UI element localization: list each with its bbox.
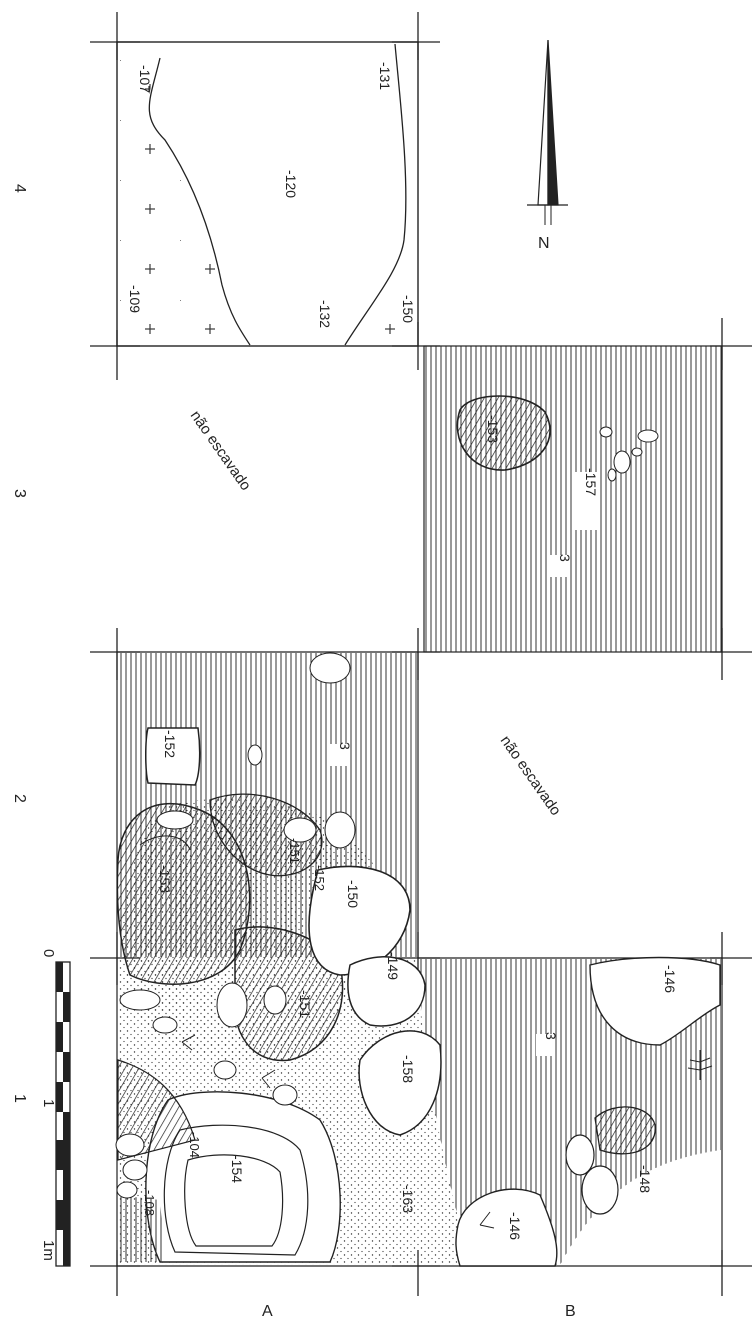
- scale-label-0: 0: [40, 949, 57, 957]
- scale-label-1m: 1m: [40, 1240, 57, 1261]
- elevation-label: -151: [287, 838, 302, 864]
- layer-label: 3: [543, 1032, 559, 1040]
- row-label-3: 3: [11, 489, 28, 498]
- column-labels: A B: [262, 1303, 576, 1320]
- elevation-label: -158: [400, 1055, 416, 1083]
- elevation-label: -150: [400, 295, 416, 323]
- elevation-label: -120: [283, 170, 299, 198]
- elevation-label: -108: [142, 1190, 157, 1216]
- elevation-label: -132: [317, 300, 333, 328]
- elevation-label: -153: [157, 865, 173, 893]
- elevation-label: -152: [162, 730, 178, 758]
- elevation-label: -154: [229, 1155, 245, 1183]
- elevation-label: -152: [312, 865, 327, 891]
- elevation-label: -151: [297, 990, 313, 1018]
- elevation-label: -104: [187, 1132, 202, 1158]
- unexcavated-label-b2: não escavado: [497, 733, 565, 819]
- elevation-label: -107: [137, 65, 153, 93]
- square-a4: -107 -131 -120 -109 -132 -150: [116, 41, 419, 347]
- elevation-label: -146: [507, 1212, 523, 1240]
- row-label-4: 4: [11, 184, 28, 193]
- elevation-label: -157: [583, 468, 599, 496]
- row-label-2: 2: [11, 794, 28, 803]
- elevation-label: -148: [637, 1165, 653, 1193]
- scale-label-1: 1: [40, 1099, 57, 1107]
- elevation-label: -131: [377, 62, 393, 90]
- north-arrow: N: [527, 39, 568, 252]
- elevation-label: -109: [127, 285, 143, 313]
- pit-edge-line-right: [344, 43, 407, 346]
- row-label-1: 1: [11, 1094, 28, 1103]
- north-arrow-label: N: [538, 235, 550, 252]
- layer-label: 3: [557, 554, 573, 562]
- elevation-label: -153: [485, 415, 501, 443]
- elevation-label: -146: [662, 965, 678, 993]
- row-labels: 4 3 2 1: [11, 184, 28, 1103]
- elevation-label: -163: [400, 1185, 416, 1213]
- elevation-label: -149: [385, 952, 401, 980]
- pit-edge-line: [148, 57, 251, 346]
- scale-bar: 0 1 1m: [40, 949, 71, 1267]
- column-label-a: A: [262, 1303, 273, 1320]
- unexcavated-label-a3: não escavado: [187, 408, 255, 494]
- layer-label: 3: [337, 742, 353, 750]
- column-label-b: B: [565, 1303, 576, 1320]
- square-b3: -153 -157 3: [423, 345, 723, 653]
- squares-a2-a1: -152 -153 -151 -152 -150 -149 -151 -158 …: [115, 651, 723, 1267]
- elevation-label: -150: [345, 880, 361, 908]
